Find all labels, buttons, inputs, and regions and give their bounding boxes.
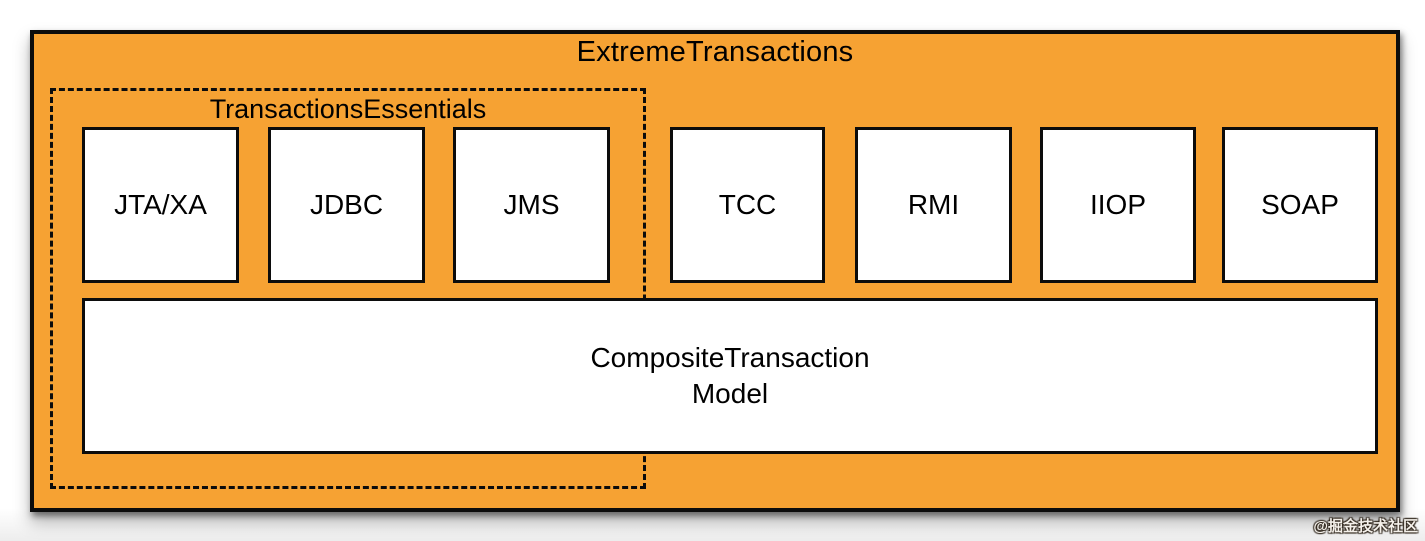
composite-transaction-label-line1: CompositeTransaction [590,342,870,373]
module-box-rmi: RMI [855,127,1012,283]
module-box-iiop: IIOP [1040,127,1196,283]
module-box-composite-transaction-model: CompositeTransaction Model [82,298,1378,454]
module-box-soap: SOAP [1222,127,1378,283]
module-box-jta-xa: JTA/XA [82,127,239,283]
extreme-transactions-container: ExtremeTransactions TransactionsEssentia… [30,30,1400,512]
transactions-essentials-group: TransactionsEssentials [50,88,646,489]
composite-transaction-label-line2: Model [691,378,769,409]
transactions-essentials-title: TransactionsEssentials [209,94,487,124]
module-box-tcc: TCC [670,127,825,283]
module-box-jms: JMS [453,127,610,283]
extreme-transactions-title: ExtremeTransactions [576,36,854,68]
module-box-jdbc: JDBC [268,127,425,283]
juejin-watermark: @掘金技术社区 [1313,518,1418,535]
